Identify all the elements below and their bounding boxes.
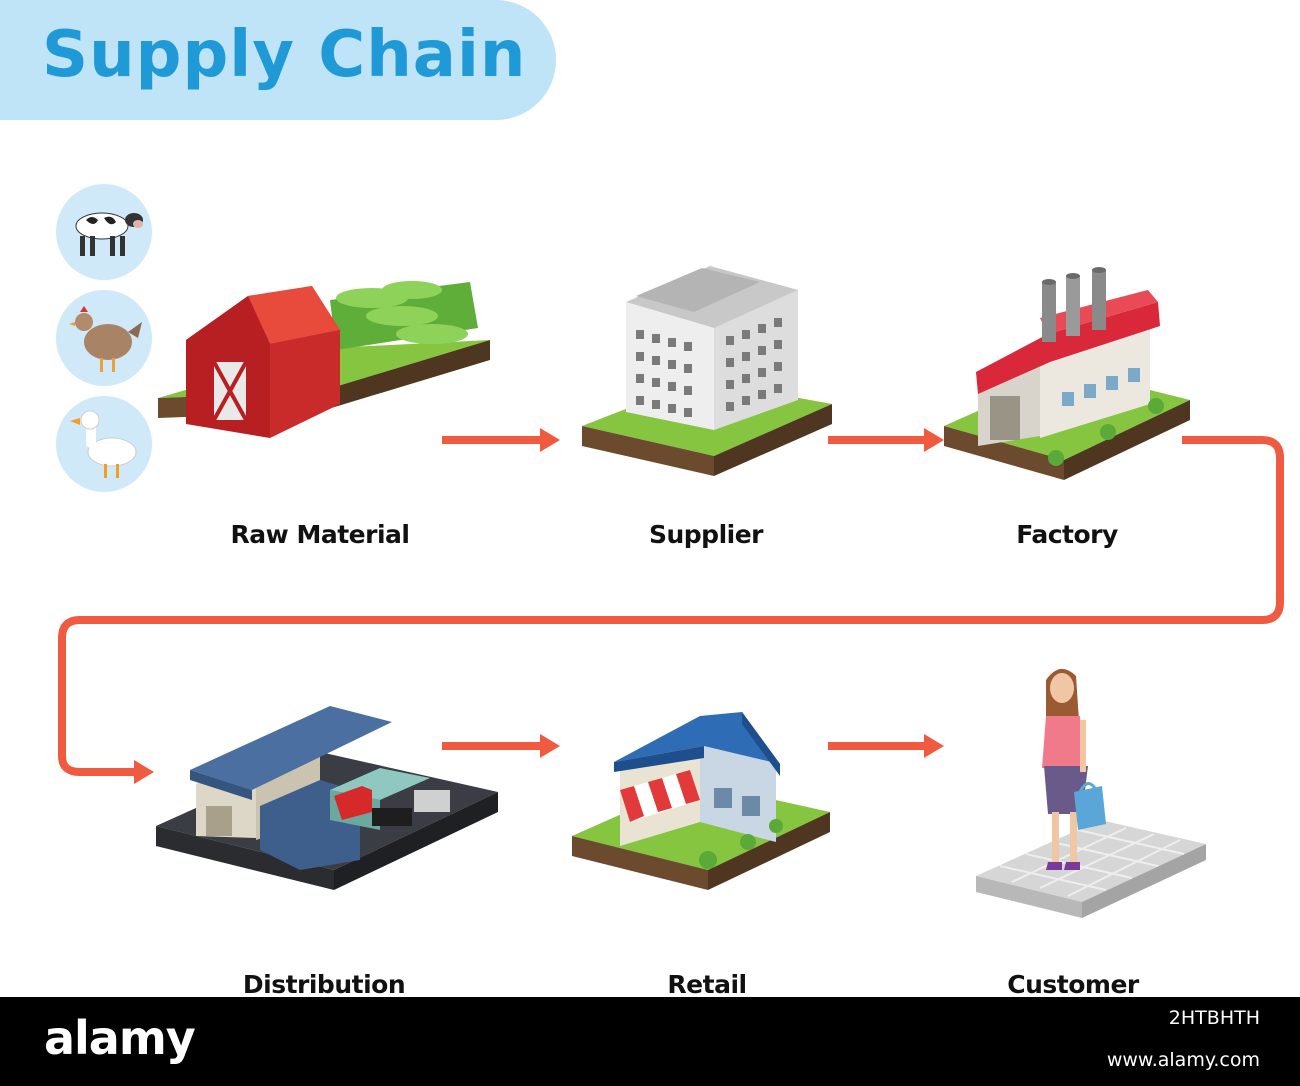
page-title: Supply Chain	[42, 18, 527, 92]
title-banner: Supply Chain	[0, 0, 556, 120]
factory-illustration	[944, 267, 1190, 480]
stage-label-raw-material: Raw Material	[230, 520, 410, 549]
cow-icon	[56, 184, 152, 280]
duck-icon	[56, 396, 152, 492]
footer-site: www.alamy.com	[1106, 1049, 1260, 1071]
arrow-factory-to-distribution	[58, 436, 1284, 776]
chicken-icon	[56, 290, 152, 386]
watermark-footer: alamy 2HTBHTH www.alamy.com	[0, 997, 1300, 1086]
supply-chain-diagram	[56, 184, 1284, 918]
customer-illustration	[976, 668, 1206, 918]
arrow-distribution-to-retail-head	[540, 734, 560, 758]
stage-label-supplier: Supplier	[648, 520, 764, 549]
animal-list	[56, 184, 152, 492]
farm-illustration	[158, 281, 490, 438]
flow-arrows	[58, 428, 1284, 784]
arrow-retail-to-customer-head	[924, 734, 944, 758]
stage-label-factory: Factory	[1016, 520, 1118, 549]
stage-label-distribution: Distribution	[242, 970, 406, 999]
arrow-factory-to-distribution-head	[134, 760, 154, 784]
stage-label-retail: Retail	[667, 970, 747, 999]
footer-image-id: 2HTBHTH	[1168, 1007, 1260, 1029]
distribution-warehouse-illustration	[156, 706, 498, 890]
retail-shop-illustration	[572, 712, 830, 890]
supplier-building-illustration	[582, 266, 832, 476]
arrow-supplier-to-factory-head	[924, 428, 944, 452]
stage-label-customer: Customer	[1007, 970, 1139, 999]
arrow-raw-to-supplier-head	[540, 428, 560, 452]
footer-brand-logo: alamy	[44, 1011, 196, 1065]
